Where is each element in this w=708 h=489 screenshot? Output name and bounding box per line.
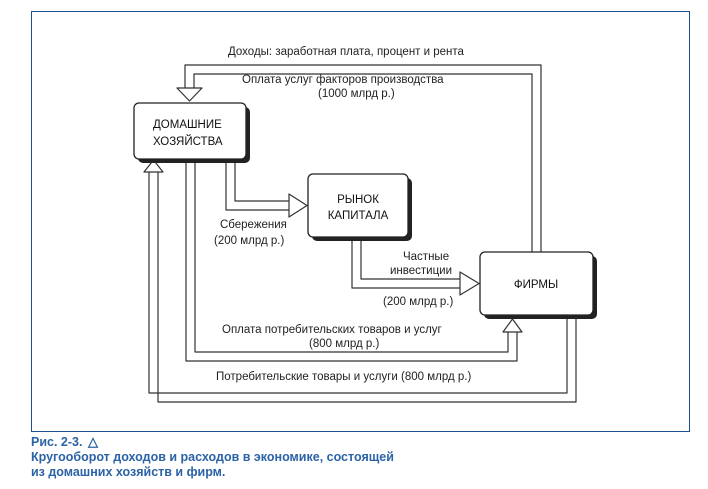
investment-amount-label: (200 млрд р.) (383, 296, 453, 308)
savings-amount-label: (200 млрд р.) (214, 235, 284, 247)
consumer-payment-flow-arrow (185, 162, 518, 362)
income-label: Доходы: заработная плата, процент и рент… (228, 46, 465, 58)
figure-caption-line2: из домашних хозяйств и фирм. (31, 465, 226, 479)
private-investment-label-line1: Частные (403, 251, 449, 263)
consumer-goods-label: Потребительские товары и услуги (800 млр… (216, 371, 471, 383)
investment-flow-arrow (351, 240, 462, 289)
households-box (133, 102, 250, 163)
factor-amount-label: (1000 млрд р.) (318, 88, 395, 100)
firms-box (479, 251, 597, 319)
capital-market-label-line2: КАПИТАЛА (328, 210, 389, 222)
consumer-goods-flow-arrow (148, 172, 568, 394)
households-label-line2: ХОЗЯЙСТВА (153, 135, 223, 148)
figure-caption-line1: Кругооборот доходов и расходов в экономи… (31, 450, 394, 464)
households-label-line1: ДОМАШНИЕ (153, 119, 222, 131)
savings-label: Сбережения (220, 219, 287, 231)
capital-market-box (307, 173, 412, 241)
consumer-payment-label: Оплата потребительских товаров и услуг (222, 324, 442, 336)
triangle-icon: △ (87, 434, 98, 449)
figure-number: Рис. 2-3. (31, 435, 83, 449)
private-investment-label-line2: инвестиции (390, 265, 452, 277)
savings-flow-arrow (225, 162, 291, 211)
income-flow-arrow (193, 73, 533, 252)
capital-market-label-line1: РЫНОК (337, 194, 379, 206)
figure-caption-number: Рис. 2-3. △ (31, 434, 98, 450)
factor-payment-label: Оплата услуг факторов производства (242, 74, 444, 86)
consumer-payment-amount-label: (800 млрд р.) (309, 338, 379, 350)
firms-label: ФИРМЫ (514, 279, 558, 291)
